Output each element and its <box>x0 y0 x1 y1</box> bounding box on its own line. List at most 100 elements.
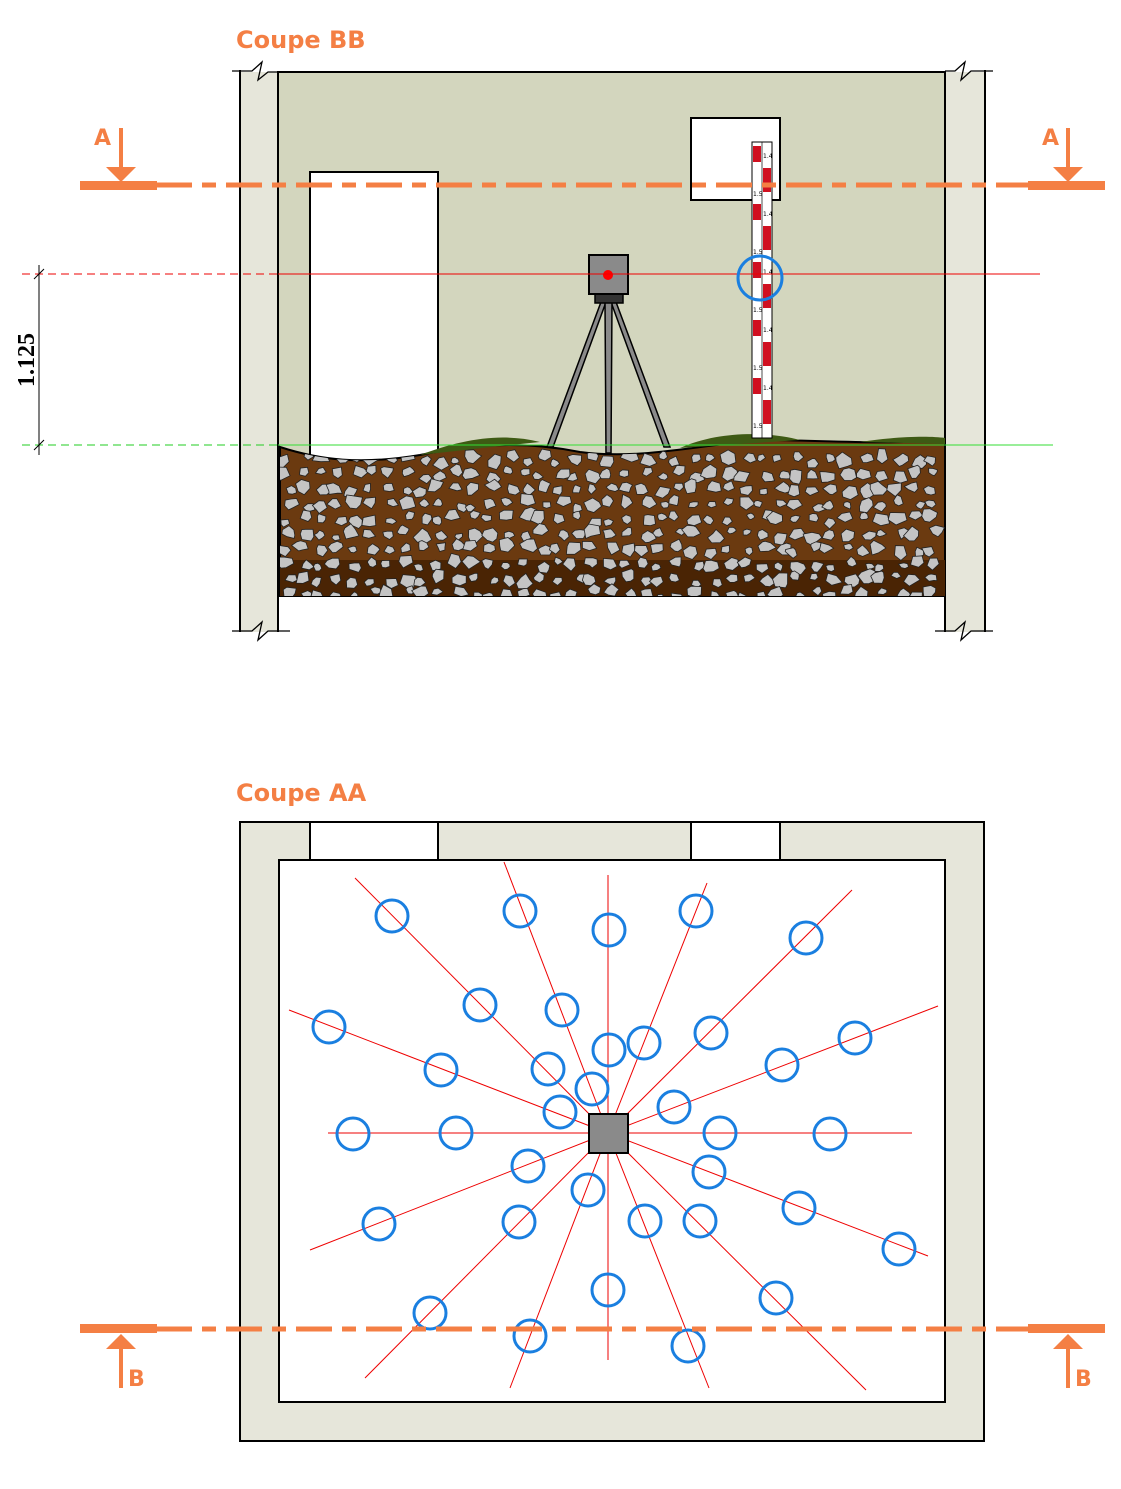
stone <box>299 509 313 522</box>
stone <box>705 453 716 463</box>
stone <box>757 540 777 553</box>
stone <box>650 543 664 555</box>
stone <box>326 498 342 510</box>
stone <box>652 527 665 538</box>
stone <box>789 570 800 581</box>
section-bb-title: Coupe BB <box>236 26 366 54</box>
stone <box>599 455 615 468</box>
measurement-point <box>311 1009 347 1045</box>
stone <box>922 485 936 496</box>
staff-mark <box>763 342 771 366</box>
stone <box>621 526 633 537</box>
stone <box>548 591 563 596</box>
stone <box>606 541 621 556</box>
stone <box>656 472 669 481</box>
stone <box>668 572 680 583</box>
stone <box>634 482 649 495</box>
stone <box>761 470 776 483</box>
stone <box>792 451 805 462</box>
stone <box>789 468 803 485</box>
stone <box>887 512 908 526</box>
sight-ray <box>288 1009 609 1134</box>
stone <box>686 585 702 596</box>
stone <box>618 559 631 569</box>
staff-label: 1.5 <box>753 365 763 372</box>
staff-mark <box>763 226 771 250</box>
stone <box>498 537 516 553</box>
stone <box>669 538 683 553</box>
cut-label-a-left: A <box>94 126 111 151</box>
measurement-point <box>881 1231 917 1267</box>
stone <box>825 572 843 586</box>
stone <box>808 513 820 523</box>
height-dimension <box>33 265 45 455</box>
stone <box>640 588 654 596</box>
stone <box>385 578 399 589</box>
stone <box>910 555 925 568</box>
stone <box>603 518 614 527</box>
stone <box>427 478 445 493</box>
tripod <box>545 293 672 454</box>
stone <box>536 561 551 574</box>
stone <box>280 518 291 528</box>
stone <box>835 451 853 470</box>
stone <box>681 524 702 538</box>
stone <box>839 467 858 481</box>
stone <box>453 585 470 596</box>
stone <box>418 540 430 551</box>
stone <box>823 517 837 530</box>
staff-label: 1.4 <box>763 385 773 392</box>
measurement-point <box>702 1115 738 1151</box>
instrument-lens <box>603 270 613 280</box>
stone <box>310 576 322 589</box>
measurement-point <box>570 1172 606 1208</box>
stone <box>772 454 782 463</box>
stone <box>344 494 363 510</box>
stone <box>703 547 718 560</box>
measurement-point <box>361 1206 397 1242</box>
stone <box>548 542 561 555</box>
stone <box>839 583 854 595</box>
stone <box>562 557 577 572</box>
stone <box>859 511 869 521</box>
stone <box>856 467 872 481</box>
stone <box>507 483 521 496</box>
stone <box>857 568 877 585</box>
stone <box>810 561 825 573</box>
stone <box>903 573 921 587</box>
staff-label: 1.5 <box>753 191 763 198</box>
stone <box>773 561 784 572</box>
measurement-point <box>544 992 580 1028</box>
staff-mark <box>753 378 761 394</box>
stone <box>555 468 571 480</box>
stone <box>903 481 919 493</box>
measurement-point <box>501 1204 537 1240</box>
stone <box>582 540 598 552</box>
stone <box>806 468 819 480</box>
stone <box>331 534 341 542</box>
stone <box>382 482 395 492</box>
stone <box>584 468 602 485</box>
staff-label: 1.4 <box>763 269 773 276</box>
stone <box>602 557 618 571</box>
stone <box>430 587 444 596</box>
wall-break-lines <box>232 60 993 642</box>
stone <box>352 464 369 479</box>
stone <box>757 453 767 463</box>
stone <box>557 529 570 542</box>
measurement-point <box>812 1116 848 1152</box>
stone <box>787 484 801 498</box>
sight-ray <box>607 1132 867 1391</box>
stone <box>519 493 536 507</box>
stone <box>552 512 566 525</box>
stone <box>382 530 394 540</box>
stone <box>432 456 450 471</box>
stone <box>362 528 377 539</box>
stone <box>657 512 669 521</box>
stone <box>811 586 823 596</box>
stone <box>620 493 634 510</box>
stone <box>668 510 680 522</box>
stone <box>466 481 480 496</box>
stone <box>483 542 496 554</box>
sight-ray <box>354 877 609 1134</box>
